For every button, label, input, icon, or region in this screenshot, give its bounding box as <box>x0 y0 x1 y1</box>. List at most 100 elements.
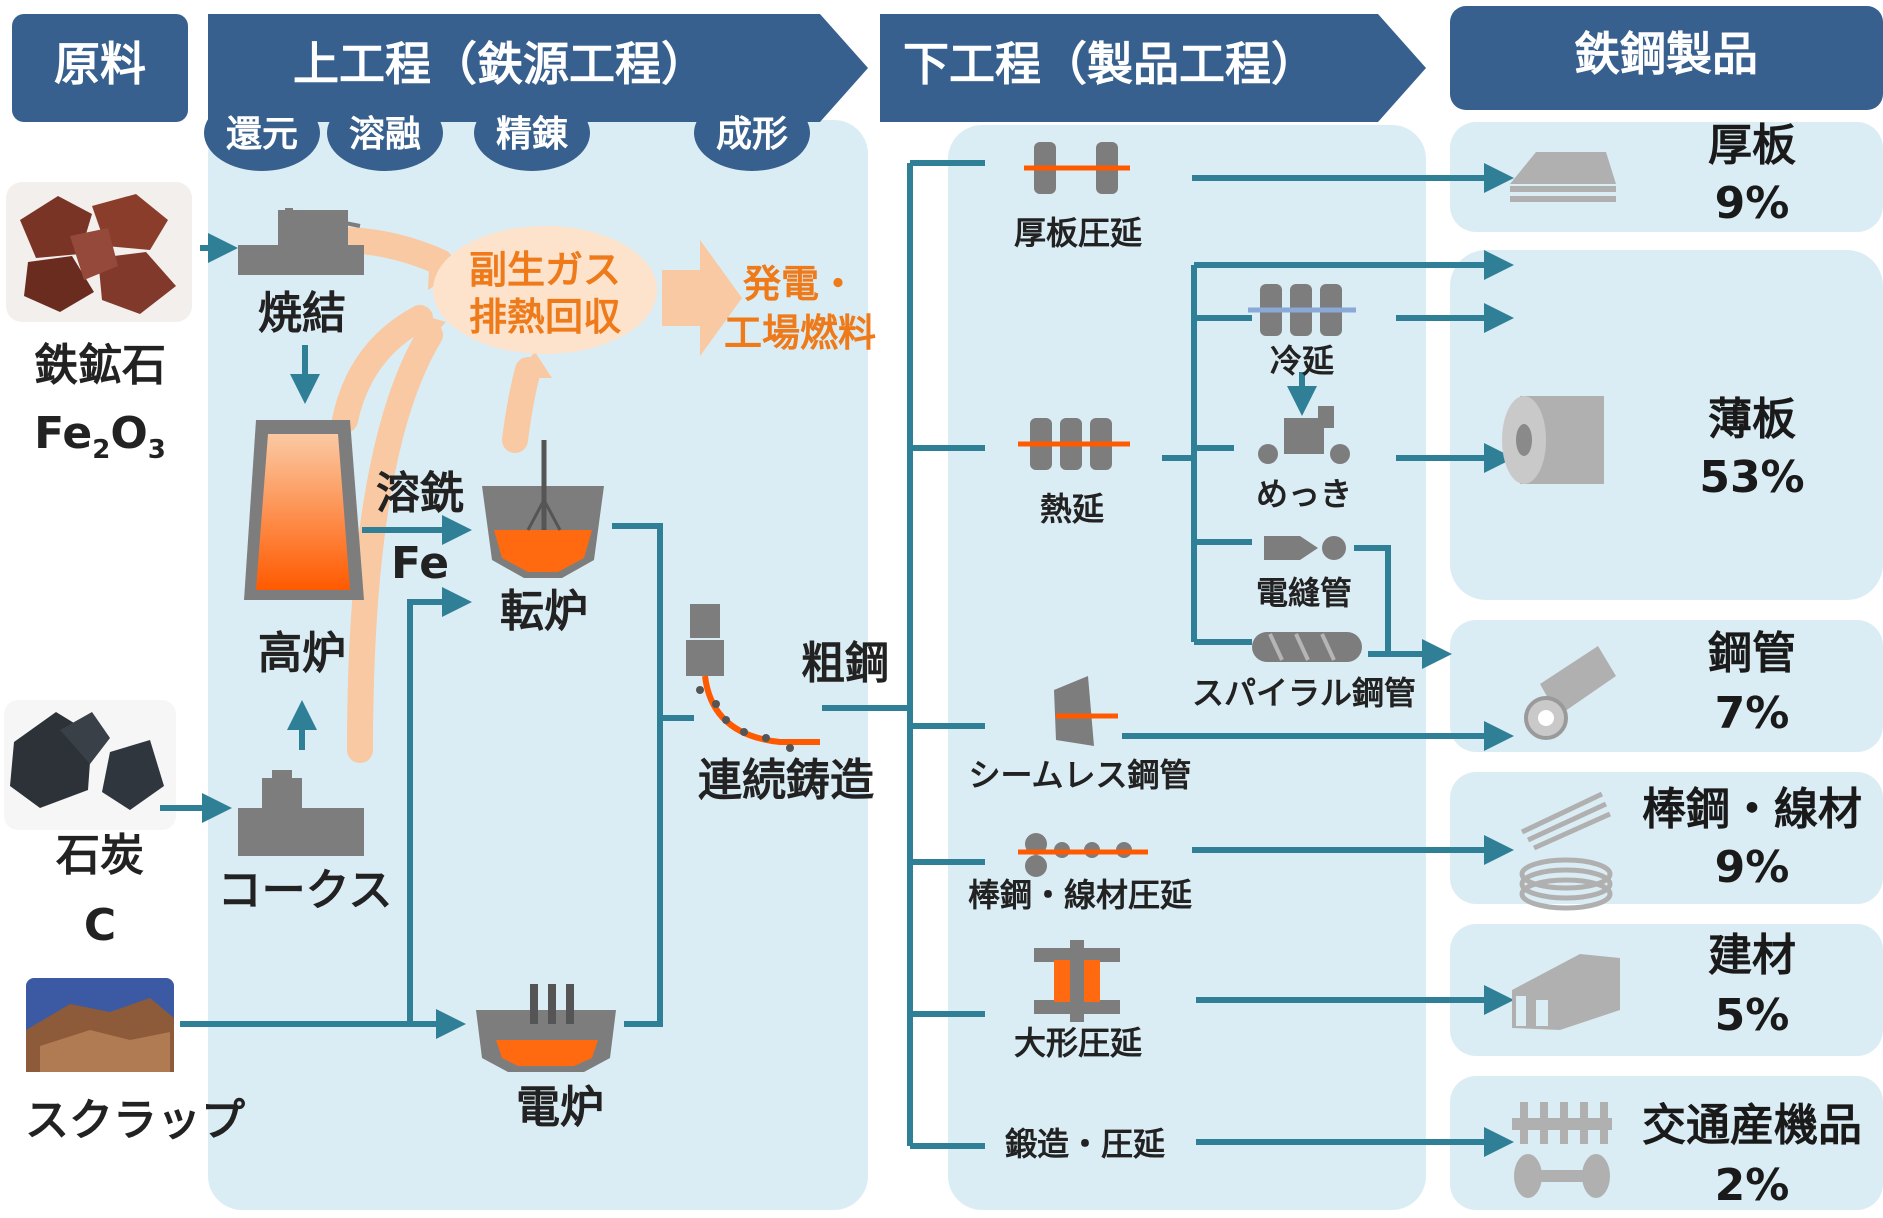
product-transport-share: 2% <box>1715 1160 1790 1211</box>
product-pipe-share: 7% <box>1715 688 1790 739</box>
product-sheet-share: 53% <box>1699 452 1804 503</box>
iron-ore-formula: Fe2O3 <box>34 408 166 465</box>
bar-mill-icon <box>1018 833 1148 877</box>
header-raw <box>12 14 188 122</box>
cold-mill-icon <box>1248 284 1356 336</box>
sinter-label: 焼結 <box>258 288 346 339</box>
hot-strip-mill-icon <box>1018 418 1130 470</box>
gas-arrow-sinter <box>327 227 453 275</box>
formula-o: O <box>110 408 147 459</box>
power-label-1: 発電・ <box>743 262 857 306</box>
sinter-icon <box>238 208 364 275</box>
product-construction-share: 5% <box>1715 990 1790 1041</box>
header-products-label: 鉄鋼製品 <box>1574 27 1758 81</box>
scrap-label: スクラップ <box>25 1095 245 1146</box>
coal-image <box>4 700 176 830</box>
gas-cloud <box>433 226 657 354</box>
pill-reduction <box>204 95 320 171</box>
coal-label: 石炭 <box>56 830 144 881</box>
pipe-product-icon <box>1524 646 1616 740</box>
gas-arrow-coke <box>347 322 443 763</box>
blast-furnace-label: 高炉 <box>258 628 346 679</box>
formula-fe: Fe <box>34 408 92 459</box>
product-bar-name: 棒鋼・線材 <box>1642 784 1862 835</box>
product-panel-plate <box>1450 122 1883 232</box>
gas-label-1: 副生ガス <box>469 248 621 292</box>
power-arrow <box>662 240 742 356</box>
spiral-pipe-icon <box>1252 632 1362 662</box>
cold-rolling-label: 冷延 <box>1270 342 1335 380</box>
hot-rolling-label: 熱延 <box>1040 490 1105 528</box>
upstream-flow-lines <box>160 233 694 1039</box>
coal-symbol: C <box>84 900 116 951</box>
pill-melting-label: 溶融 <box>349 114 421 155</box>
plate-rolling-label: 厚板圧延 <box>1014 214 1143 252</box>
gas-arrow-converter <box>502 357 541 453</box>
iron-ore-label: 鉄鉱石 <box>34 340 166 391</box>
continuous-casting-label: 連続鋳造 <box>698 755 874 806</box>
seamless-pipe-label: シームレス鋼管 <box>968 756 1191 794</box>
transport-product-icon <box>1512 1102 1612 1198</box>
coil-product-icon <box>1502 396 1604 484</box>
pill-refining-label: 精錬 <box>496 114 569 155</box>
product-plate-name: 厚板 <box>1708 120 1796 171</box>
coke-icon <box>238 770 364 856</box>
product-panel-pipe <box>1450 620 1883 752</box>
pill-forming-label: 成形 <box>716 114 788 155</box>
electric-furnace-label: 電炉 <box>516 1082 604 1133</box>
plating-icon <box>1258 406 1350 464</box>
pill-forming <box>694 95 810 171</box>
scrap-image <box>26 978 174 1072</box>
electric-furnace-icon <box>476 984 616 1072</box>
hot-metal-label: 溶銑 <box>376 468 464 519</box>
forging-rolling-label: 鍛造・圧延 <box>1005 1125 1166 1163</box>
erw-pipe-label: 電縫管 <box>1256 574 1352 612</box>
converter-label: 転炉 <box>500 586 588 637</box>
pill-refining <box>474 95 590 171</box>
step-pills: 還元 溶融 精錬 成形 <box>204 95 810 171</box>
downstream-flow-lines <box>822 160 1514 1157</box>
construction-product-icon <box>1512 954 1620 1030</box>
product-panel-sheet <box>1450 250 1883 600</box>
converter-icon <box>482 440 604 578</box>
gas-arrowhead-2 <box>412 312 446 346</box>
gas-arrow-bf <box>332 305 433 433</box>
erw-pipe-icon <box>1264 536 1346 560</box>
section-rolling-label: 大形圧延 <box>1014 1024 1143 1062</box>
header-upstream <box>208 14 868 122</box>
plating-label: めっき <box>1256 475 1352 513</box>
hot-metal-symbol: Fe <box>391 538 449 589</box>
coke-label: コークス <box>218 865 393 916</box>
crude-steel-label: 粗鋼 <box>801 638 889 689</box>
formula-sub2: 2 <box>92 435 110 465</box>
power-label-2: 工場燃料 <box>724 311 876 355</box>
iron-ore-image <box>6 182 192 322</box>
header-products <box>1450 6 1883 110</box>
section-mill-icon <box>1034 940 1120 1022</box>
header-downstream-label: 下工程（製品工程） <box>903 37 1317 91</box>
product-bar-share: 9% <box>1715 842 1790 893</box>
plate-mill-icon <box>1024 142 1130 194</box>
header-upstream-label: 上工程（鉄源工程） <box>293 37 707 91</box>
product-construction-name: 建材 <box>1708 930 1796 981</box>
product-pipe-name: 鋼管 <box>1708 628 1796 679</box>
blast-furnace-icon <box>244 420 364 600</box>
product-sheet-name: 薄板 <box>1708 394 1796 445</box>
upstream-panel <box>208 120 868 1210</box>
pill-reduction-label: 還元 <box>226 114 298 155</box>
seamless-mill-icon <box>1054 676 1118 746</box>
spiral-pipe-label: スパイラル鋼管 <box>1192 674 1416 712</box>
bar-wire-rolling-label: 棒鋼・線材圧延 <box>968 876 1193 914</box>
formula-sub3: 3 <box>148 435 166 465</box>
pill-melting <box>327 95 443 171</box>
header-downstream <box>880 14 1426 122</box>
header-raw-label: 原料 <box>54 37 146 91</box>
continuous-caster-icon <box>686 604 820 752</box>
gas-arrowhead-3 <box>512 352 552 378</box>
gas-arrows <box>327 227 541 763</box>
plate-product-icon <box>1510 152 1616 202</box>
bar-wire-product-icon <box>1519 791 1613 911</box>
gas-label-2: 排熱回収 <box>469 295 621 339</box>
product-transport-name: 交通産機品 <box>1642 1100 1862 1151</box>
